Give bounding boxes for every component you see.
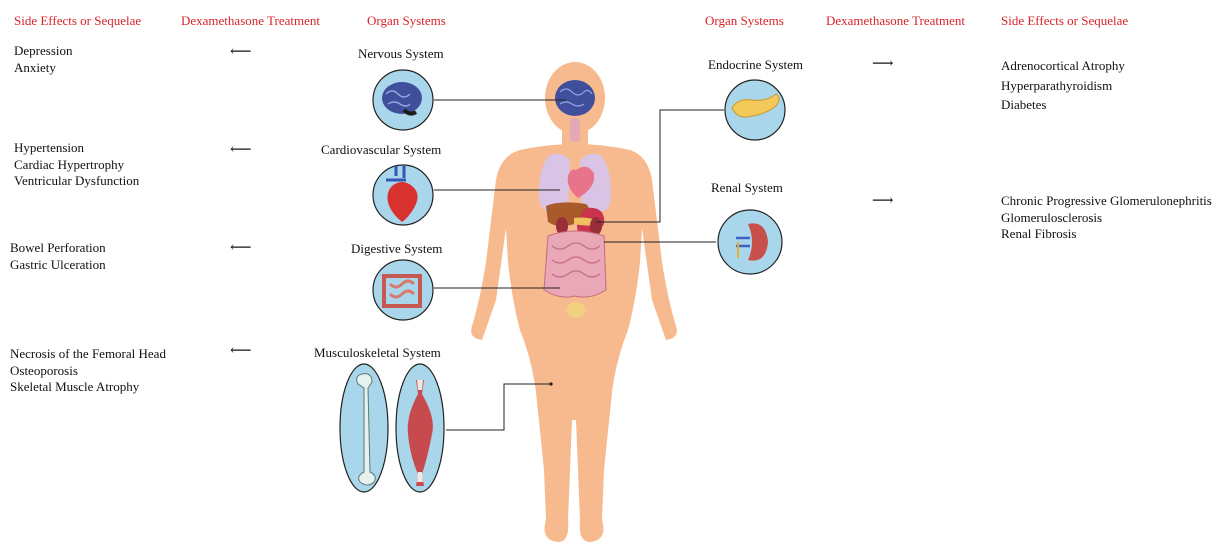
- effect-item: Osteoporosis: [10, 363, 166, 380]
- intestine-icon: [373, 260, 433, 320]
- effect-item: Skeletal Muscle Atrophy: [10, 379, 166, 396]
- arrow-right-endocrine: ⟶: [872, 57, 894, 72]
- effect-item: Chronic Progressive Glomerulonephritis: [1001, 193, 1212, 210]
- effect-item: Renal Fibrosis: [1001, 226, 1212, 243]
- arrow-left-musculoskeletal: ⟵: [230, 344, 252, 359]
- effects-list-digestive: Bowel Perforation Gastric Ulceration: [10, 240, 106, 273]
- organ-label-digestive: Digestive System: [351, 241, 442, 257]
- organ-label-endocrine: Endocrine System: [708, 57, 803, 73]
- effects-list-musculoskeletal: Necrosis of the Femoral Head Osteoporosi…: [10, 346, 166, 396]
- effect-item: Glomerulosclerosis: [1001, 210, 1212, 227]
- organ-label-nervous: Nervous System: [358, 46, 444, 62]
- arrow-left-digestive: ⟵: [230, 241, 252, 256]
- effect-item: Hypertension: [14, 140, 139, 157]
- arrow-left-cardiovascular: ⟵: [230, 143, 252, 158]
- effect-item: Ventricular Dysfunction: [14, 173, 139, 190]
- brain-icon: [373, 70, 433, 130]
- arrow-right-renal: ⟶: [872, 194, 894, 209]
- arrow-left-nervous: ⟵: [230, 45, 252, 60]
- effects-list-renal: Chronic Progressive Glomerulonephritis G…: [1001, 193, 1212, 243]
- bone-muscle-icon: [340, 364, 444, 492]
- effects-list-cardiovascular: Hypertension Cardiac Hypertrophy Ventric…: [14, 140, 139, 190]
- effect-item: Bowel Perforation: [10, 240, 106, 257]
- effect-item: Depression: [14, 43, 73, 60]
- effect-item: Adrenocortical Atrophy: [1001, 56, 1125, 76]
- organ-label-renal: Renal System: [711, 180, 783, 196]
- effect-item: Hyperparathyroidism: [1001, 76, 1125, 96]
- effects-list-nervous: Depression Anxiety: [14, 43, 73, 76]
- effect-item: Gastric Ulceration: [10, 257, 106, 274]
- effect-item: Diabetes: [1001, 95, 1125, 115]
- effect-item: Necrosis of the Femoral Head: [10, 346, 166, 363]
- organ-label-cardiovascular: Cardiovascular System: [321, 142, 441, 158]
- organ-label-musculoskeletal: Musculoskeletal System: [314, 345, 441, 361]
- effects-list-endocrine: Adrenocortical Atrophy Hyperparathyroidi…: [1001, 56, 1125, 115]
- effect-item: Cardiac Hypertrophy: [14, 157, 139, 174]
- effect-item: Anxiety: [14, 60, 73, 77]
- kidney-icon: [718, 210, 782, 274]
- heart-icon: [373, 165, 433, 225]
- pancreas-icon: [725, 80, 785, 140]
